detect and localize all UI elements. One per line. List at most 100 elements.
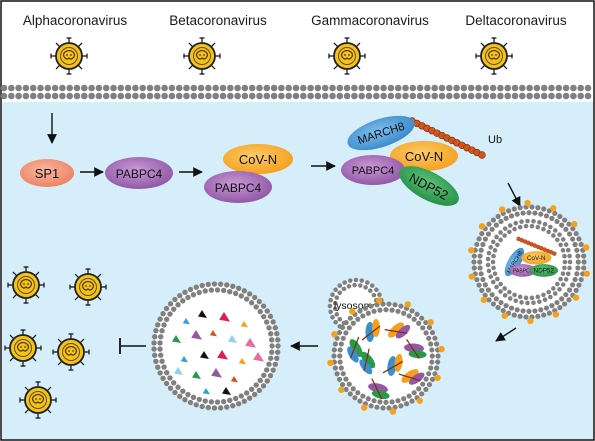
autophagosome-inner-lipid-inner	[498, 281, 503, 287]
membrane-head-outer	[365, 84, 373, 92]
degradation-vesicle-lipid-outer	[264, 308, 270, 314]
cargo-cluster	[398, 369, 425, 385]
membrane-head-inner	[438, 92, 446, 100]
membrane-head-outer	[533, 84, 541, 92]
virus-label-gamma: Gammacoronavirus	[311, 13, 429, 28]
protein-fragment	[191, 330, 202, 340]
autophagosome-inner-lipid-inner	[492, 248, 498, 253]
autophagosome-lipid-outer	[490, 217, 496, 223]
membrane-head-inner	[431, 92, 439, 100]
autophagosome-lipid-inner	[477, 265, 483, 271]
autolysosome-lipid-outer	[409, 308, 415, 314]
autophagosome-inner-lipid-inner	[507, 289, 512, 295]
membrane-head-inner	[409, 92, 417, 100]
membrane-head-outer	[219, 84, 227, 92]
degradation-vesicle-lipid-inner	[261, 372, 267, 379]
degradation-vesicle-lipid-outer	[153, 358, 159, 364]
cargo-ubiquitin-chain	[516, 236, 557, 256]
autolysosome-lipid-inner	[337, 347, 343, 353]
degradation-vesicle-lipid-inner	[180, 298, 186, 304]
degradation-vesicle-lipid-inner	[266, 361, 272, 367]
membrane-head-outer	[285, 84, 293, 92]
degradation-vesicle-lipid-outer	[274, 337, 281, 343]
pabpc4-in-complex	[204, 171, 272, 203]
autolysosome-lipid-inner	[343, 376, 349, 382]
cargo-protein	[349, 339, 363, 357]
membrane-head-inner	[117, 92, 125, 100]
autophagosome-lipid-inner	[566, 231, 573, 237]
degradation-vesicle-lipid-outer	[151, 346, 157, 352]
autophagosome-lipid-inner	[482, 236, 488, 242]
lysosome-lipid-outer	[330, 292, 335, 298]
autophagosome-inner-lipid-inner	[529, 295, 535, 301]
autolysosome-lipid-outer	[343, 319, 349, 326]
degradation-vesicle-lipid-outer	[241, 288, 247, 294]
autophagosome-inner-lipid-outer	[494, 284, 499, 290]
autophagosome-lipid-outer	[476, 236, 482, 242]
autophagosome-inner-lipid-outer	[560, 237, 566, 242]
autolysosome-lipid-outer	[433, 365, 440, 371]
autolysosome-cargo	[347, 319, 427, 400]
autophagosome-inner-lipid-outer	[560, 282, 566, 287]
autolysosome-lipid-outer	[368, 303, 374, 309]
autophagosome-inner-lipid-outer	[552, 291, 558, 296]
membrane-head-outer	[467, 84, 475, 92]
autolysosome-lipid-inner	[389, 307, 395, 313]
autophagosome-inner-lipid-outer	[531, 218, 536, 224]
autophagosome-inner-lipid-outer	[488, 245, 494, 250]
autophagosome-lipid-inner	[514, 307, 520, 313]
cargo-march8	[504, 247, 525, 277]
arrow-to-autophagosome	[507, 182, 521, 207]
membrane-head-outer	[270, 84, 278, 92]
degradation-vesicle-lipid-inner	[167, 375, 173, 381]
autolysosome-lipid-outer	[398, 303, 404, 309]
autophagosome-inner-lipid-outer	[486, 268, 492, 274]
autophagosome-inner-lipid-outer	[567, 265, 572, 271]
protein-fragment	[238, 358, 246, 365]
degradation-vesicle-lipid-inner	[196, 396, 202, 403]
membrane-head-outer	[497, 84, 504, 92]
lysosome-lipid-outer	[327, 303, 333, 309]
degradation-vesicle-lipid-outer	[235, 401, 242, 407]
membrane-head-outer	[212, 84, 219, 92]
membrane-head-inner	[81, 92, 88, 100]
autolysosome-lipid-outer	[339, 381, 346, 388]
autolysosome-lipid-outer	[332, 365, 339, 371]
autolysosome-receptor-dot	[331, 330, 338, 338]
membrane-head-outer	[227, 84, 234, 92]
membrane-head-inner	[482, 92, 490, 100]
autophagosome-lipid-inner	[508, 213, 515, 219]
autophagosome-inner-lipid-outer	[563, 277, 569, 282]
degradation-vesicle-lipid-inner	[269, 337, 275, 343]
membrane-head-inner	[139, 92, 146, 100]
autophagosome-inner-lipid-inner	[546, 229, 551, 235]
degradation-vesicle-lipid-inner	[214, 399, 221, 405]
degradation-vesicle-lipid-outer	[177, 292, 183, 299]
autophagosome-inner-lipid-outer	[490, 239, 496, 245]
autophagosome-lipid-inner	[480, 276, 486, 283]
membrane-head-inner	[343, 92, 351, 100]
receptor-dot	[572, 294, 580, 301]
membrane-head-inner	[0, 92, 8, 100]
virus-label-beta: Betacoronavirus	[169, 13, 267, 28]
autophagosome-lipid-outer	[479, 287, 485, 293]
autophagosome-inner-lipid-outer	[525, 300, 530, 306]
cargo-ub-strand	[361, 325, 381, 341]
autolysosome-lipid-inner	[337, 359, 343, 365]
membrane-head-inner	[540, 92, 548, 100]
degradation-vesicle-lipid-outer	[157, 370, 163, 376]
autolysosome-receptor-dot	[338, 386, 345, 393]
membrane-head-outer	[146, 84, 154, 92]
autophagosome-lipid-inner	[572, 241, 578, 248]
autophagosome-lipid-outer	[570, 226, 576, 232]
autolysosome-lipid-outer	[435, 353, 441, 359]
autolysosome-lipid-inner	[360, 393, 366, 399]
membrane-head-inner	[59, 92, 66, 100]
degradation-vesicle-lipid-inner	[185, 391, 191, 398]
lysosome-lipid-outer	[353, 277, 359, 283]
degradation-vesicle-lipid-inner	[163, 369, 170, 376]
autophagosome-inner-lipid-outer	[548, 224, 553, 230]
degradation-vesicle-lipid-inner	[171, 306, 177, 312]
autophagosome-lipid-outer	[581, 265, 587, 271]
membrane-head-inner	[394, 92, 402, 100]
